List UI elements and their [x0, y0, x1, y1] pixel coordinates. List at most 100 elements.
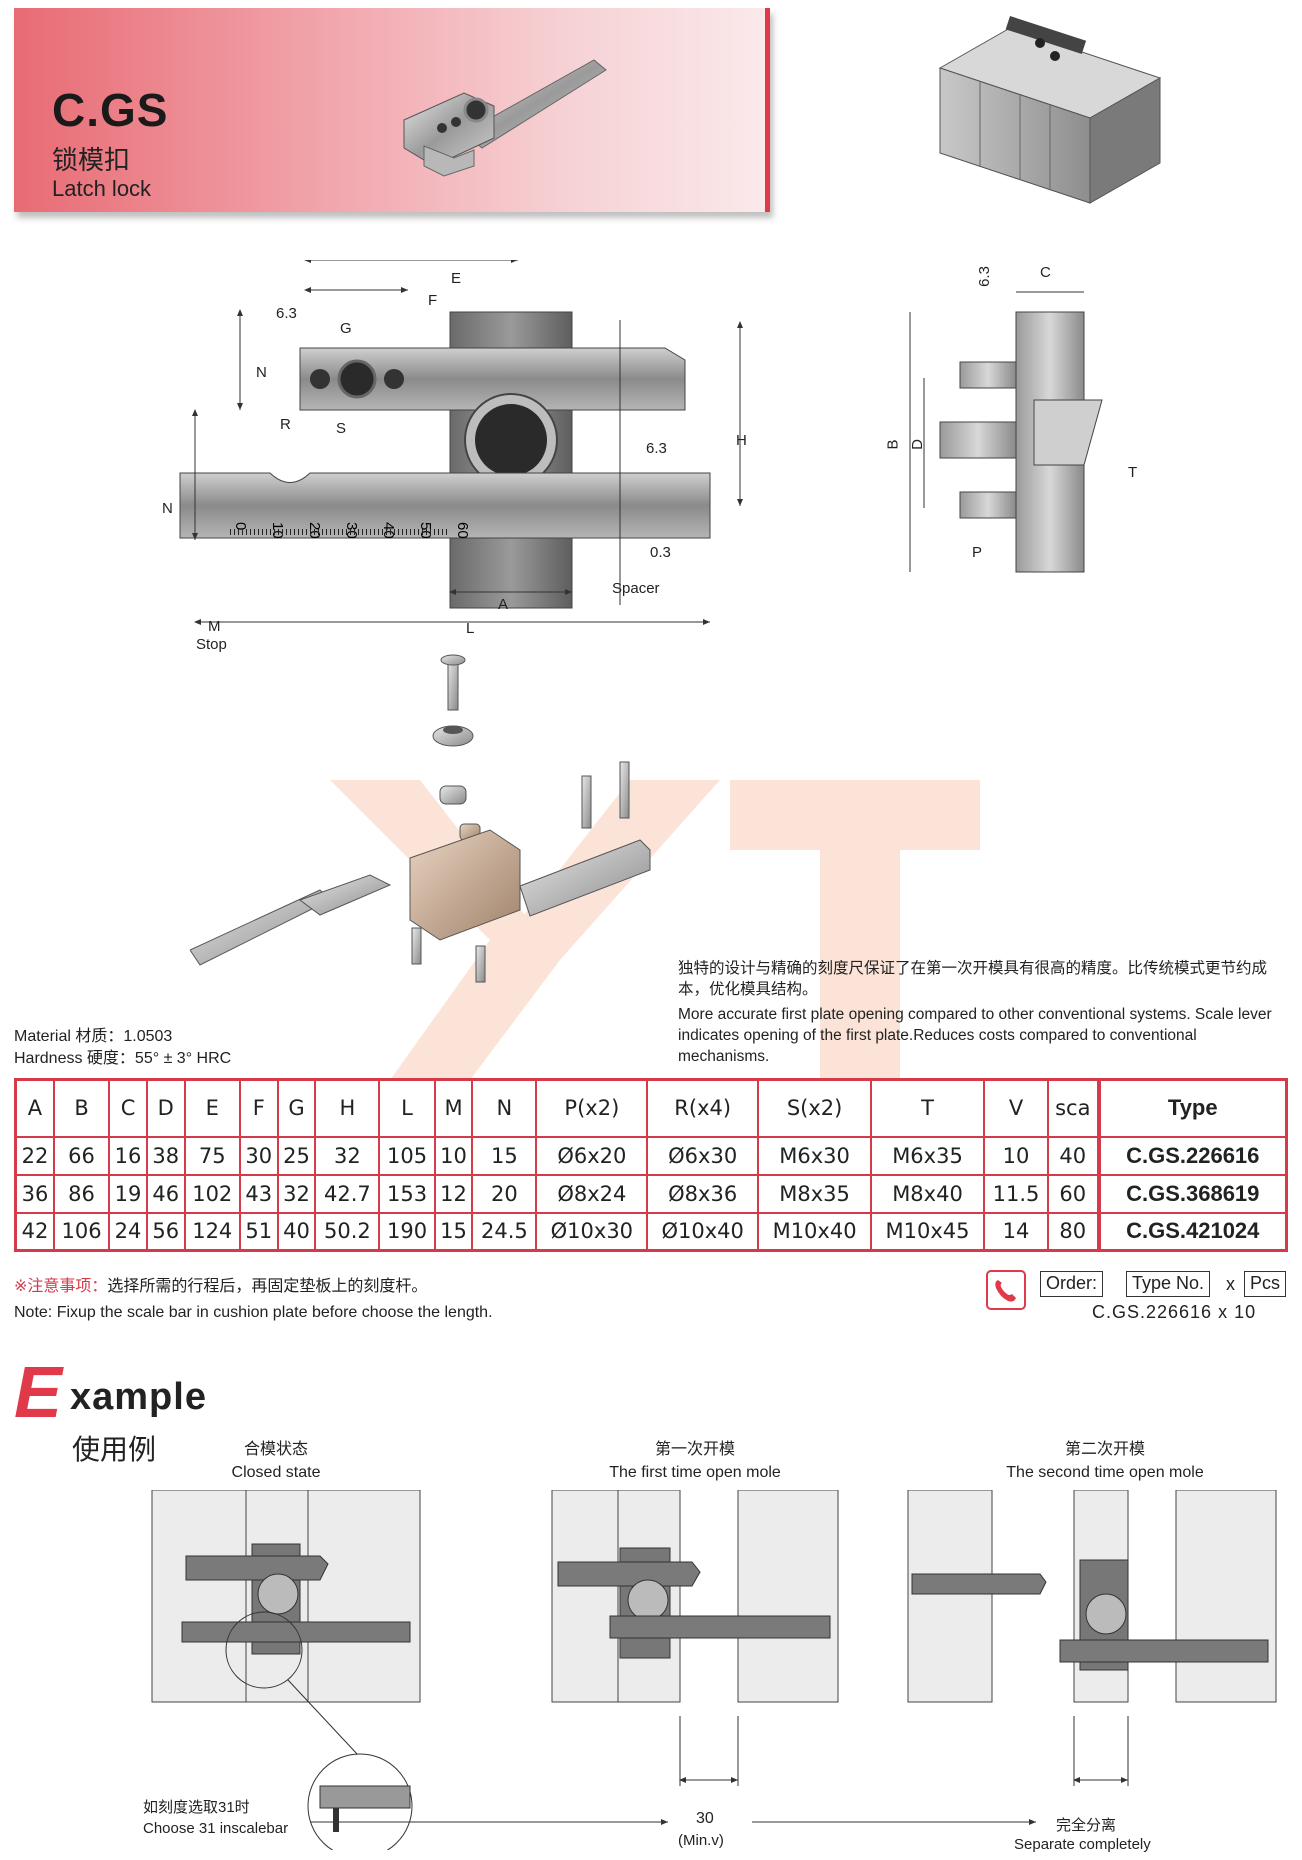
description-en: More accurate first plate opening compar… — [678, 1006, 1272, 1065]
example-title-rest: xample — [70, 1376, 207, 1418]
dim-B-label: B — [884, 439, 902, 450]
table-cell: M10x40 — [757, 1211, 873, 1252]
type-cell: C.GS.226616 — [1096, 1135, 1288, 1176]
pcs-box: Pcs — [1244, 1271, 1287, 1297]
col-header: H — [314, 1078, 381, 1138]
order-example: C.GS.226616 x 10 — [1092, 1302, 1257, 1322]
table-cell: 40 — [1047, 1135, 1100, 1176]
table-cell: 80 — [1047, 1211, 1100, 1252]
table-cell: 50.2 — [314, 1211, 381, 1252]
state2-cn: 第一次开模 — [654, 1441, 735, 1458]
example-title-cn: 使用例 — [72, 1433, 157, 1466]
svg-text:40: 40 — [380, 522, 397, 539]
dim-E-label: E — [451, 270, 462, 287]
table-cell: 32 — [314, 1135, 381, 1176]
dim-F-label: F — [428, 292, 438, 309]
min-label: (Min.v) — [678, 1832, 724, 1849]
description-cn: 独特的设计与精确的刻度尺保证了在第一次开模具有很高的精度。比传统模式更节约成本，… — [678, 960, 1268, 998]
table-cell: 19 — [108, 1173, 148, 1214]
note-en: Note: Fixup the scale bar in cushion pla… — [14, 1304, 493, 1321]
table-cell: 25 — [276, 1135, 317, 1176]
table-cell: 20 — [471, 1173, 538, 1214]
table-cell: Ø8x36 — [646, 1173, 760, 1214]
col-header: B — [52, 1078, 111, 1138]
col-header: E — [183, 1078, 241, 1138]
table-cell: 106 — [52, 1211, 111, 1252]
col-header: G — [276, 1078, 317, 1138]
example-title-letter: E — [14, 1353, 63, 1433]
table-cell: 42 — [14, 1211, 55, 1252]
table-cell: 10 — [982, 1135, 1050, 1176]
table-cell: 11.5 — [982, 1173, 1050, 1214]
table-cell: 124 — [183, 1211, 241, 1252]
note-cn-text: 选择所需的行程后，再固定垫板上的刻度杆。 — [107, 1278, 428, 1295]
table-cell: 46 — [145, 1173, 186, 1214]
choose-cn: 如刻度选取31时 — [143, 1799, 250, 1816]
state2-caption: 第一次开模 The first time open mole — [570, 1438, 820, 1484]
note-cn: ※注意事项：选择所需的行程后，再固定垫板上的刻度杆。 — [14, 1274, 493, 1300]
dim-N-lower-label: N — [162, 500, 173, 517]
table-cell: M10x45 — [870, 1211, 985, 1252]
front-view-drawing: 0 10 20 30 40 50 60 — [179, 260, 743, 625]
closed-state-diagram — [151, 1490, 421, 1850]
hardness-line: Hardness 硬度：55° ± 3° HRC — [14, 1050, 232, 1067]
header-banner: C.GS 锁模扣 Latch lock — [14, 8, 770, 212]
product-name-en: Latch lock — [52, 176, 152, 201]
type-cell: C.GS.368619 — [1096, 1173, 1288, 1214]
col-header: T — [870, 1078, 985, 1138]
table-cell: 42.7 — [314, 1173, 381, 1214]
col-header-type: Type — [1096, 1078, 1288, 1138]
col-header: R(x4) — [646, 1078, 760, 1138]
table-cell: Ø10x30 — [535, 1211, 649, 1252]
table-cell: 36 — [14, 1173, 55, 1214]
table-cell: 51 — [238, 1211, 279, 1252]
product-name-cn: 锁模扣 — [52, 146, 131, 176]
table-cell: 102 — [183, 1173, 241, 1214]
mold-3d-illustration — [938, 16, 1162, 204]
table-cell: 190 — [378, 1211, 436, 1252]
table-cell: Ø8x24 — [535, 1173, 649, 1214]
product-description: 独特的设计与精确的刻度尺保证了在第一次开模具有很高的精度。比传统模式更节约成本，… — [678, 958, 1292, 1067]
svg-text:60: 60 — [454, 522, 471, 539]
col-header: M — [433, 1078, 474, 1138]
notes: ※注意事项：选择所需的行程后，再固定垫板上的刻度杆。 Note: Fixup t… — [14, 1274, 493, 1326]
table-cell: 32 — [276, 1173, 317, 1214]
table-cell: 105 — [378, 1135, 436, 1176]
table-cell: 15 — [433, 1211, 474, 1252]
table-cell: Ø6x20 — [535, 1135, 649, 1176]
col-header: F — [238, 1078, 279, 1138]
table-cell: 12 — [433, 1173, 474, 1214]
spacer-label: Spacer — [612, 580, 660, 597]
exploded-view — [190, 654, 651, 983]
note-cn-prefix: ※注意事项： — [14, 1278, 108, 1295]
state1-en: Closed state — [231, 1464, 321, 1481]
state3-en: The second time open mole — [1006, 1464, 1204, 1481]
table-cell: M8x35 — [757, 1173, 873, 1214]
table-cell: 10 — [433, 1135, 474, 1176]
dim-C-label: C — [1040, 264, 1051, 281]
dim-A-label: A — [498, 596, 509, 613]
state3-caption: 第二次开模 The second time open mole — [980, 1438, 1230, 1484]
col-header: D — [145, 1078, 186, 1138]
roughness-side-label: 6.3 — [975, 266, 993, 287]
order-x: x — [1226, 1274, 1235, 1294]
material-info: Material 材质：1.0503 Hardness 硬度：55° ± 3° … — [14, 1026, 231, 1070]
table-header-row: A B C D E F G H L M N P(x2) R(x4) S(x2) … — [14, 1078, 1288, 1138]
material-line: Material 材质：1.0503 — [14, 1028, 173, 1045]
dim-M-label: M — [208, 618, 221, 635]
table-cell: 86 — [52, 1173, 111, 1214]
col-header: V — [982, 1078, 1050, 1138]
svg-text:30: 30 — [343, 522, 360, 539]
table-cell: 24.5 — [471, 1211, 538, 1252]
table-cell: 14 — [982, 1211, 1050, 1252]
svg-text:10: 10 — [269, 522, 286, 539]
dim-T-label: T — [1128, 464, 1138, 481]
order-label-box: Order: — [1040, 1271, 1104, 1297]
table-cell: Ø6x30 — [646, 1135, 760, 1176]
table-cell: 30 — [238, 1135, 279, 1176]
state3-cn: 第二次开模 — [1064, 1441, 1145, 1458]
table-cell: 40 — [276, 1211, 317, 1252]
dim-D-label: D — [908, 439, 926, 450]
